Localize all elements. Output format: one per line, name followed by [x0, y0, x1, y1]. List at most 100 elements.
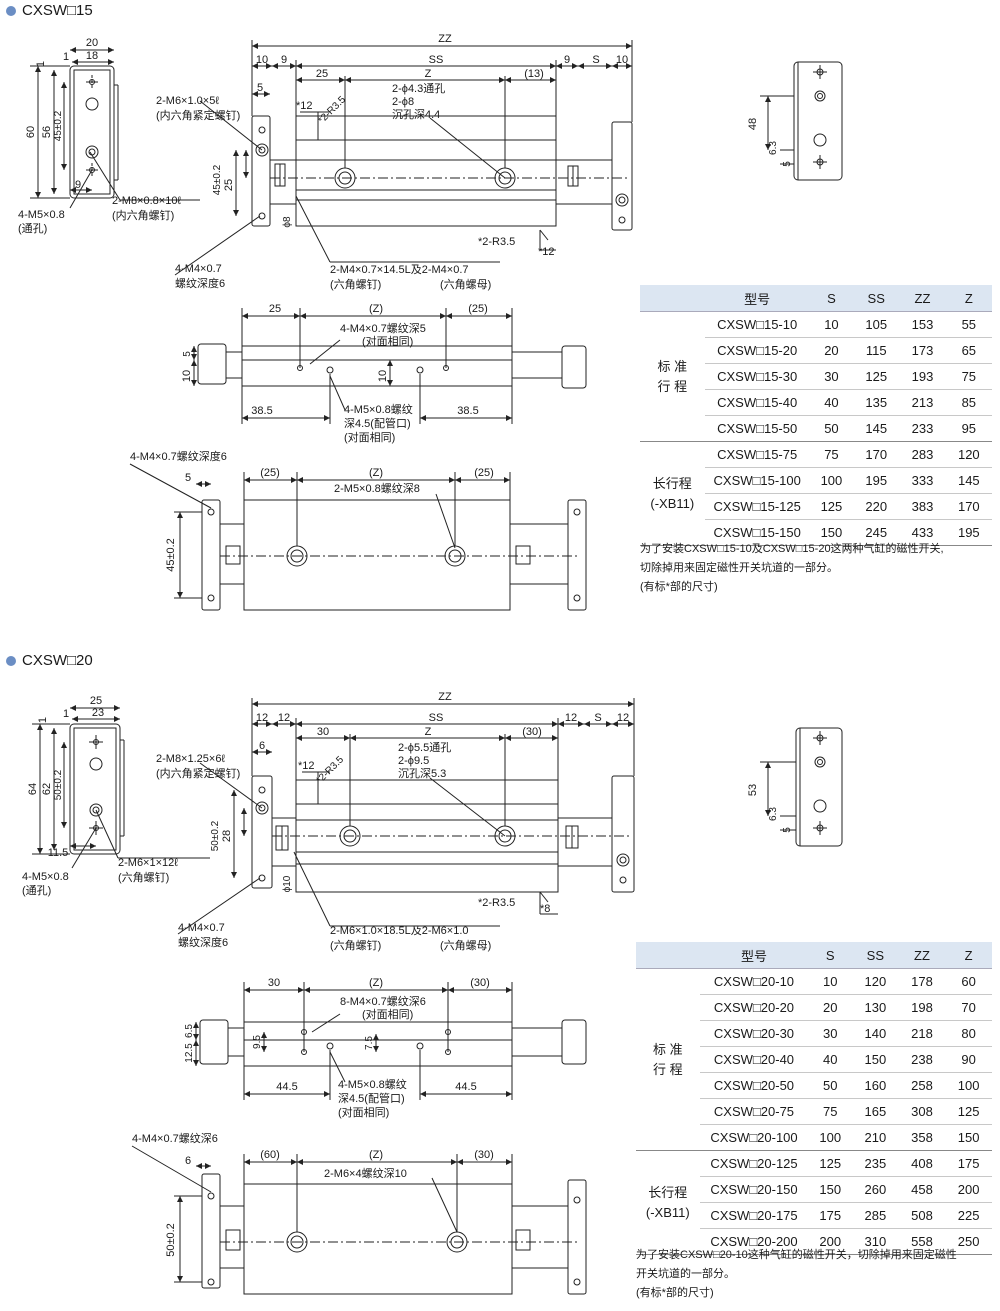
bottom-view-15: [129, 463, 587, 611]
table-group-label: 长行程 (-XB11): [640, 441, 705, 546]
dim-label: 50±0.2: [165, 1223, 177, 1257]
note-thread: 8-M4×0.7螺纹深6: [340, 994, 426, 1008]
dim-label: 25: [316, 68, 328, 80]
note-thread: 深4.5(配管口): [344, 416, 411, 430]
table-cell-model: CXSW□15-125: [704, 493, 810, 520]
dim-label: 60: [25, 126, 37, 138]
table-cell-model: CXSW□20-40: [699, 1046, 809, 1073]
table-cell: 100: [808, 1124, 853, 1151]
note-screw: (六角螺钉): [118, 871, 169, 884]
dim-label: 1: [37, 717, 49, 723]
dim-label: *12: [538, 246, 555, 258]
table-cell: 125: [945, 1098, 992, 1125]
table-cell: 220: [853, 493, 900, 520]
table-header: Z: [945, 285, 992, 312]
note-hole: 2-ϕ5.5通孔: [398, 741, 451, 754]
dim-label: 45±0.2: [53, 110, 64, 141]
note-thread: 4-M4×0.7螺纹深5: [340, 321, 426, 335]
table-cell: 150: [808, 1176, 853, 1203]
table-cell-model: CXSW□20-100: [699, 1124, 809, 1151]
note-hole: 沉孔深4.4: [392, 108, 440, 121]
table-cell: 238: [898, 1046, 946, 1073]
dim-label: *2-R3.5: [314, 754, 346, 786]
section-title-text: CXSW□20: [22, 652, 93, 669]
table-cell: 178: [898, 968, 946, 995]
table-cell: 80: [945, 1020, 992, 1047]
dim-label: 9.5: [252, 1035, 263, 1049]
dim-label: (30): [522, 726, 542, 738]
table-cell: 100: [945, 1072, 992, 1099]
table-cell: 60: [945, 968, 992, 995]
note-thread: 螺纹深度6: [178, 935, 228, 949]
table-cell: 200: [808, 1228, 853, 1255]
table-cell: 198: [898, 994, 946, 1021]
table-cell: 508: [898, 1202, 946, 1229]
table-cell-model: CXSW□15-10: [704, 311, 810, 338]
dim-label: 38.5: [251, 405, 272, 417]
table-cell: 195: [945, 519, 992, 546]
dim-label: 12: [565, 712, 577, 724]
table-cell: 245: [853, 519, 900, 546]
dim-label: 10: [256, 54, 268, 66]
note-thread: (对面相同): [344, 430, 395, 444]
table-header: S: [809, 285, 854, 312]
note-line: 切除掉用来固定磁性开关坑道的一部分。: [640, 562, 838, 574]
table-cell: 55: [945, 311, 992, 338]
table-cell: 285: [852, 1202, 899, 1229]
dim-label: 50±0.2: [210, 820, 221, 851]
note-screw: (六角螺钉): [330, 939, 381, 952]
note-thread: 螺纹深度6: [175, 276, 225, 290]
dim-zz-20: ZZ: [438, 691, 452, 703]
dim-label: 44.5: [276, 1081, 297, 1093]
note-thread: 4-M5×0.8螺纹: [344, 402, 413, 416]
bottom-view-20: [131, 1145, 587, 1295]
table-header-row: 型号 S SS ZZ Z: [636, 942, 992, 969]
dim-label: 45±0.2: [212, 164, 223, 195]
dim-label: (Z): [369, 1149, 383, 1161]
dim-label: 56: [41, 126, 53, 138]
table-header: 型号: [699, 942, 809, 969]
section-title-15: CXSW□15: [6, 2, 93, 19]
note-thread: 4-M4×0.7螺纹深度6: [130, 449, 227, 463]
table-cell: 210: [852, 1124, 899, 1151]
note-line: (有标*部的尺寸): [636, 1287, 714, 1299]
table-cell: 558: [898, 1228, 946, 1255]
dim-label: (Z): [369, 303, 383, 315]
labels: ZZ SS 10 9 9 S 10 25 Z (13) 5 *12 2-ϕ4.3…: [18, 33, 793, 1257]
table-cell: 160: [852, 1072, 899, 1099]
dim-z-20: Z: [425, 726, 432, 738]
table-cell: 70: [945, 994, 992, 1021]
table-cell: 100: [809, 467, 854, 494]
table-cell: 120: [945, 441, 992, 468]
note-thread: (通孔): [22, 884, 51, 897]
note-thread: 4-M5×0.8螺纹: [338, 1077, 407, 1091]
table-cell-model: CXSW□15-30: [704, 363, 810, 390]
dim-label: 12: [278, 712, 290, 724]
table-cell: 258: [898, 1072, 946, 1099]
dim-label: 25: [223, 179, 235, 191]
note-thread: 4-M5×0.8: [22, 871, 69, 883]
table-cell: 235: [852, 1150, 899, 1177]
table-cell-model: CXSW□20-75: [699, 1098, 809, 1125]
dim-label: 6: [185, 1155, 191, 1167]
dim-label: 38.5: [457, 405, 478, 417]
bullet-icon: [6, 5, 16, 16]
note-screw: (六角螺母): [440, 278, 491, 291]
table-cell: 95: [945, 415, 992, 442]
table-cell: 145: [853, 415, 900, 442]
dim-label: ϕ8: [282, 216, 293, 228]
note-screw: 2-M8×1.25×6ℓ: [156, 753, 225, 765]
table-cell: 333: [899, 467, 946, 494]
note-screw: (内六角紧定螺钉): [156, 766, 240, 780]
note-line: 为了安装CXSW□15-10及CXSW□15-20这两种气缸的磁性开关,: [640, 543, 944, 555]
table-cell: 225: [945, 1202, 992, 1229]
